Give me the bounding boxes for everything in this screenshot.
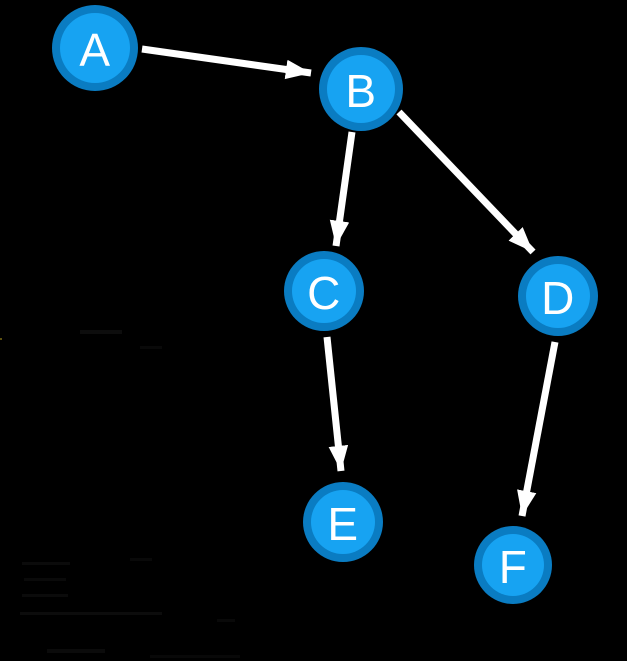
- node-fill: [327, 55, 395, 123]
- node-label: E: [327, 498, 358, 550]
- screen-artifact: [217, 619, 235, 622]
- screen-artifact: [20, 612, 162, 615]
- edge-B-C: [329, 131, 356, 247]
- node-B: B: [319, 47, 403, 131]
- screen-artifact: [150, 655, 240, 658]
- screen-artifact: [130, 558, 152, 561]
- edge-B-D: [396, 109, 536, 255]
- screen-artifact: [140, 346, 162, 349]
- node-D: D: [518, 256, 598, 336]
- node-label: F: [499, 541, 528, 593]
- node-fill: [292, 259, 356, 323]
- nodes-layer: A B C D E F: [52, 5, 598, 604]
- screen-artifact: [22, 562, 70, 565]
- edges-layer: [141, 45, 559, 517]
- node-C: C: [284, 251, 364, 331]
- node-E: E: [303, 482, 383, 562]
- node-label: A: [79, 24, 110, 76]
- edge-D-F: [517, 341, 559, 517]
- edge-C-E: [323, 336, 349, 472]
- node-fill: [482, 534, 544, 596]
- edge-A-B: [141, 45, 312, 80]
- node-label: D: [541, 272, 575, 324]
- node-F: F: [474, 526, 552, 604]
- node-fill: [60, 13, 130, 83]
- screen-artifact: [24, 578, 66, 581]
- screen-artifact: [22, 594, 68, 597]
- screen-artifact: [80, 330, 122, 334]
- screen-artifact: [0, 338, 2, 340]
- node-fill: [311, 490, 375, 554]
- node-fill: [526, 264, 590, 328]
- screen-artifact: [47, 649, 105, 653]
- node-label: C: [307, 267, 341, 319]
- node-A: A: [52, 5, 138, 91]
- artifacts-layer: [0, 330, 240, 658]
- node-label: B: [345, 65, 376, 117]
